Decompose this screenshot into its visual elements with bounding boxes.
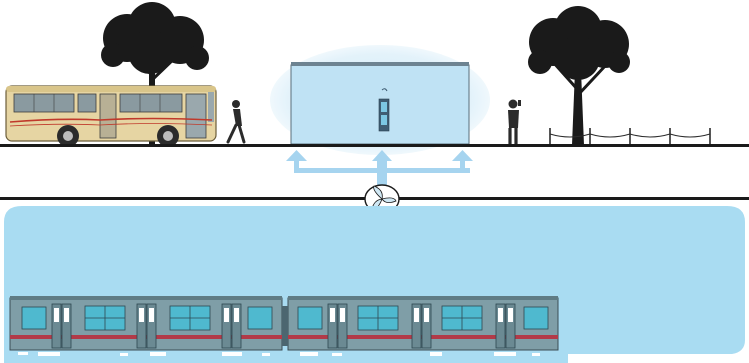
bus-icon: [6, 86, 216, 147]
up-arrow-icon: [286, 150, 473, 190]
tree-icon: [528, 6, 630, 145]
person-with-phone-icon: [508, 100, 521, 146]
ground-surface-line: [0, 144, 749, 147]
walking-person-icon: [228, 100, 244, 142]
